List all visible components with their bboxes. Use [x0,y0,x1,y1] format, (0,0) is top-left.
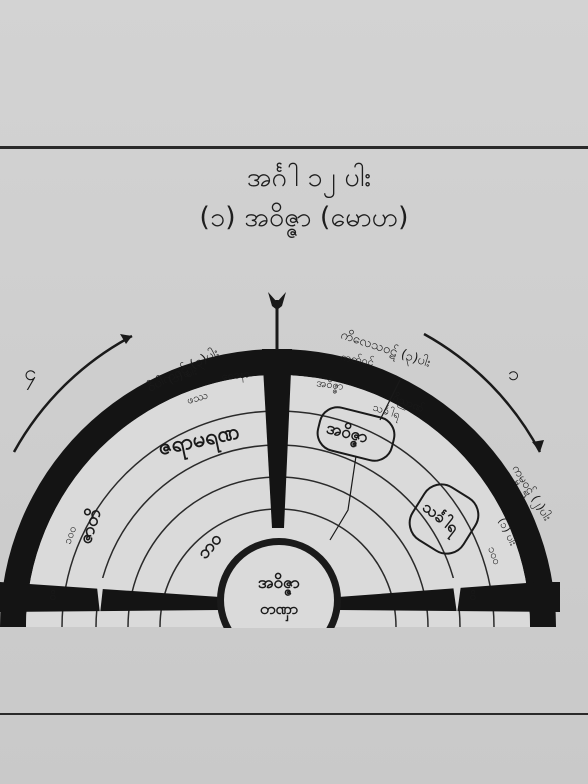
hub-line-1: အဝိဇ္ဇာ [258,572,300,597]
label-i: ဝိ [50,590,56,603]
label-k: ၁၀၀ [485,545,504,567]
right-arrow-head-icon [532,440,544,452]
left-numeral: ၄ [24,361,36,390]
circle-avijja-box [316,406,396,462]
right-numeral: ၁ [508,361,519,385]
vertical-divider [262,349,292,528]
left-marker-icon [96,578,104,614]
label-j: ဝိ [470,590,476,603]
connector-1 [329,455,357,541]
right-arc-arrow [423,332,542,453]
heading-line-1: အင်္ဂါ ၁၂ ပါး [246,162,372,193]
hub-line-2: တဏှာ [260,599,299,622]
top-rule [0,146,588,149]
arrow-down-icon [268,292,286,310]
label-d: ကတ်ဝင် [339,350,375,369]
label-l: ၁၀၀ [61,524,80,546]
heading-line-2: (၁) အဝိဇ္ဇာ (မောဟ) [199,202,409,233]
circle-sankhara-box [408,483,480,555]
hub-face [224,545,334,628]
label-b: ဖဿ [185,388,210,407]
right-divider [338,582,560,612]
left-arc-arrow [12,334,133,453]
right-marker-icon [452,578,462,614]
left-divider [0,582,220,612]
connector-2 [379,379,401,421]
bottom-rule [0,713,588,715]
label-c: ဝေဒနာ [221,367,251,385]
left-arrow-head-icon [120,334,132,344]
